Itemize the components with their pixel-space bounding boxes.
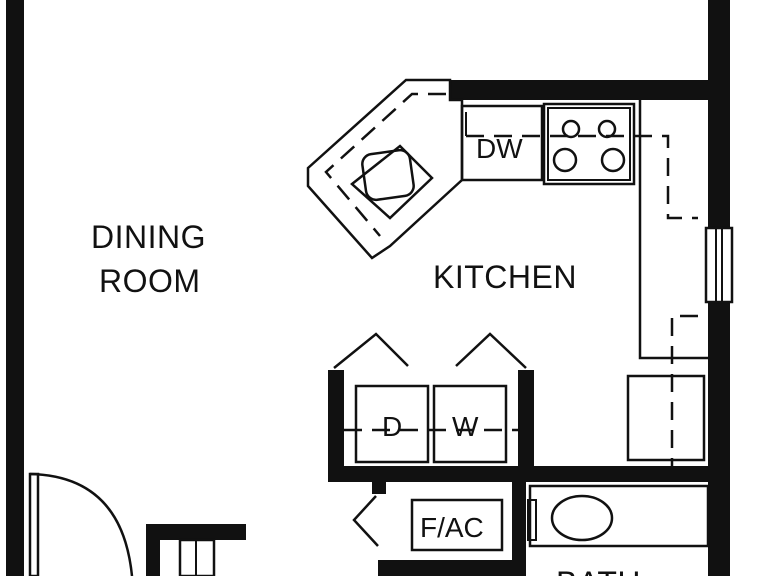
lavatory-sink-icon xyxy=(550,494,614,542)
entry-door xyxy=(28,472,134,576)
kitchen-label: KITCHEN xyxy=(433,259,577,295)
kitchen-top-wall xyxy=(450,80,730,100)
bath-label: BATH xyxy=(556,565,641,576)
hall-closet xyxy=(178,538,216,576)
sink-icon xyxy=(361,148,415,202)
dishwasher: DW xyxy=(460,104,544,182)
peninsula-counter xyxy=(306,78,464,260)
laundry: D W xyxy=(333,332,527,464)
furnace-closet: F/AC xyxy=(352,495,504,552)
laundry-right-wall xyxy=(518,370,534,482)
dining-room-label-line1: DINING xyxy=(91,219,206,255)
furnace-ac-label: F/AC xyxy=(420,512,484,543)
dryer: D xyxy=(354,384,430,464)
washer: W xyxy=(432,384,508,464)
burner-icon xyxy=(597,119,617,139)
dining-room-label-line2: ROOM xyxy=(99,263,201,299)
burner-icon xyxy=(552,147,578,173)
closet-post xyxy=(372,482,386,494)
laundry-door-left xyxy=(333,332,409,369)
bottom-partition-wall xyxy=(378,560,518,576)
burner-icon xyxy=(600,147,626,173)
right-counter xyxy=(638,100,708,470)
window xyxy=(704,226,734,304)
laundry-bottom-wall xyxy=(328,466,730,482)
walls xyxy=(6,0,730,576)
range xyxy=(542,102,636,186)
laundry-door-right xyxy=(455,332,527,369)
bath: BATH xyxy=(527,484,710,576)
furnace-closet-right-wall xyxy=(512,482,526,576)
upper-cabinet-line xyxy=(466,134,698,220)
left-exterior-wall xyxy=(6,0,24,576)
dishwasher-label: DW xyxy=(476,133,523,164)
hall-wall-top xyxy=(146,524,246,540)
right-exterior-wall-upper xyxy=(708,0,730,228)
burner-icon xyxy=(561,119,581,139)
refrigerator xyxy=(626,374,706,462)
washer-label: W xyxy=(452,411,479,442)
hall-wall-left xyxy=(146,524,160,576)
dryer-label: D xyxy=(382,411,402,442)
right-exterior-wall-lower xyxy=(708,302,730,576)
closet-door xyxy=(352,495,379,547)
laundry-left-wall xyxy=(328,370,344,482)
